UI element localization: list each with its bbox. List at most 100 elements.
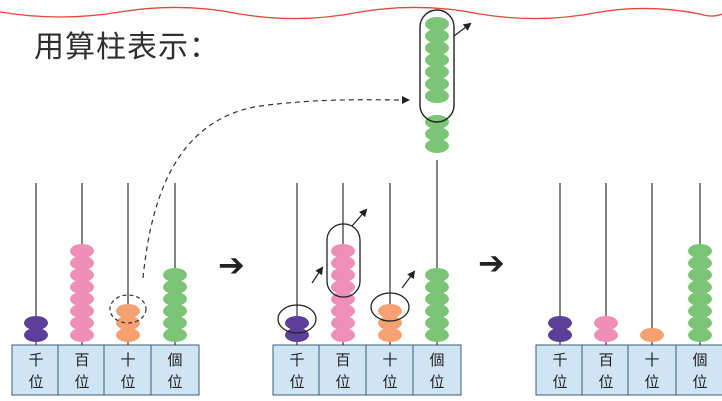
place-label-box	[365, 344, 415, 396]
bead-carried-ones	[425, 29, 449, 43]
bead-ones	[163, 328, 187, 342]
bead-carried-ones	[425, 77, 449, 91]
circle-marker-icon	[419, 9, 455, 123]
bead-ones	[163, 316, 187, 330]
bead-hundreds	[70, 292, 94, 306]
place-label-bottom: 位	[382, 373, 397, 391]
bead-hundreds	[70, 280, 94, 294]
place-label-bottom: 位	[429, 373, 444, 391]
place-label-bottom: 位	[598, 373, 613, 391]
bead-tens	[116, 328, 140, 342]
bead-ones	[425, 292, 449, 306]
circle-marker-icon	[370, 292, 410, 322]
bead-thousands	[548, 328, 572, 342]
bead-carried-ones	[425, 53, 449, 67]
place-label-box	[412, 344, 462, 396]
bead-hundreds	[331, 268, 355, 282]
place-label-top: 個	[692, 351, 707, 369]
circle-marker-icon	[326, 223, 361, 298]
place-label-bottom: 位	[167, 373, 182, 391]
arrow-right-icon: ➔	[478, 244, 505, 282]
place-label-box	[150, 344, 200, 396]
bead-tens	[378, 316, 402, 330]
bead-carried-ones	[425, 139, 449, 153]
bead-ones	[688, 316, 712, 330]
bead-thousands	[24, 328, 48, 342]
bead-ones	[425, 328, 449, 342]
bead-ones	[163, 280, 187, 294]
bead-hundreds	[331, 280, 355, 294]
bead-hundreds	[331, 256, 355, 270]
bead-ones	[425, 316, 449, 330]
bead-hundreds	[331, 304, 355, 318]
bead-carried-ones	[425, 17, 449, 31]
bead-ones	[688, 256, 712, 270]
lift-arrow-icon	[401, 270, 416, 289]
bead-hundreds	[70, 328, 94, 342]
bead-tens	[378, 328, 402, 342]
bead-thousands	[24, 316, 48, 330]
place-label-top: 個	[167, 351, 182, 369]
place-label-top: 十	[120, 351, 135, 369]
bead-ones	[425, 304, 449, 318]
bead-tens	[116, 304, 140, 318]
bead-hundreds	[70, 268, 94, 282]
bead-ones	[425, 280, 449, 294]
place-label-top: 千	[28, 351, 43, 369]
bead-ones	[688, 280, 712, 294]
bead-ones	[163, 268, 187, 282]
place-label-top: 十	[382, 351, 397, 369]
cloud-border	[0, 6, 722, 20]
bead-hundreds	[331, 244, 355, 258]
place-label-bottom: 位	[552, 373, 567, 391]
bead-hundreds	[331, 328, 355, 342]
place-label-box	[318, 344, 368, 396]
place-label-bottom: 位	[335, 373, 350, 391]
bead-carried-ones	[425, 41, 449, 55]
page-title: 用算柱表示：	[34, 30, 220, 65]
place-label-bottom: 位	[692, 373, 707, 391]
bead-hundreds	[594, 316, 618, 330]
bead-ones	[425, 268, 449, 282]
bead-ones	[688, 292, 712, 306]
place-label-top: 百	[598, 351, 613, 369]
bead-tens	[378, 304, 402, 318]
dashed-arrow-icon	[142, 95, 410, 279]
place-label-bottom: 位	[28, 373, 43, 391]
lift-arrow-icon	[311, 266, 324, 284]
place-label-top: 百	[335, 351, 350, 369]
bead-ones	[688, 304, 712, 318]
circle-marker-icon	[109, 294, 147, 324]
place-label-box	[11, 344, 61, 396]
arrow-right-icon: ➔	[218, 246, 245, 284]
place-label-top: 十	[644, 351, 659, 369]
bead-tens	[116, 316, 140, 330]
bead-carried-ones	[425, 65, 449, 79]
bead-hundreds	[70, 316, 94, 330]
bead-ones	[688, 268, 712, 282]
place-label-top: 千	[289, 351, 304, 369]
bead-ones	[688, 328, 712, 342]
bead-ones	[163, 292, 187, 306]
place-label-bottom: 位	[644, 373, 659, 391]
place-label-bottom: 位	[120, 373, 135, 391]
bead-carried-ones	[425, 89, 449, 103]
lift-arrow-icon	[351, 208, 368, 227]
bead-carried-ones	[425, 127, 449, 141]
bead-thousands	[548, 316, 572, 330]
circle-marker-icon	[277, 304, 317, 334]
place-label-top: 個	[429, 351, 444, 369]
bead-hundreds	[70, 244, 94, 258]
place-label-top: 百	[74, 351, 89, 369]
bead-ones	[688, 244, 712, 258]
bead-ones	[163, 304, 187, 318]
place-label-box	[103, 344, 153, 396]
place-label-bottom: 位	[289, 373, 304, 391]
bead-hundreds	[70, 256, 94, 270]
bead-tens	[640, 328, 664, 342]
